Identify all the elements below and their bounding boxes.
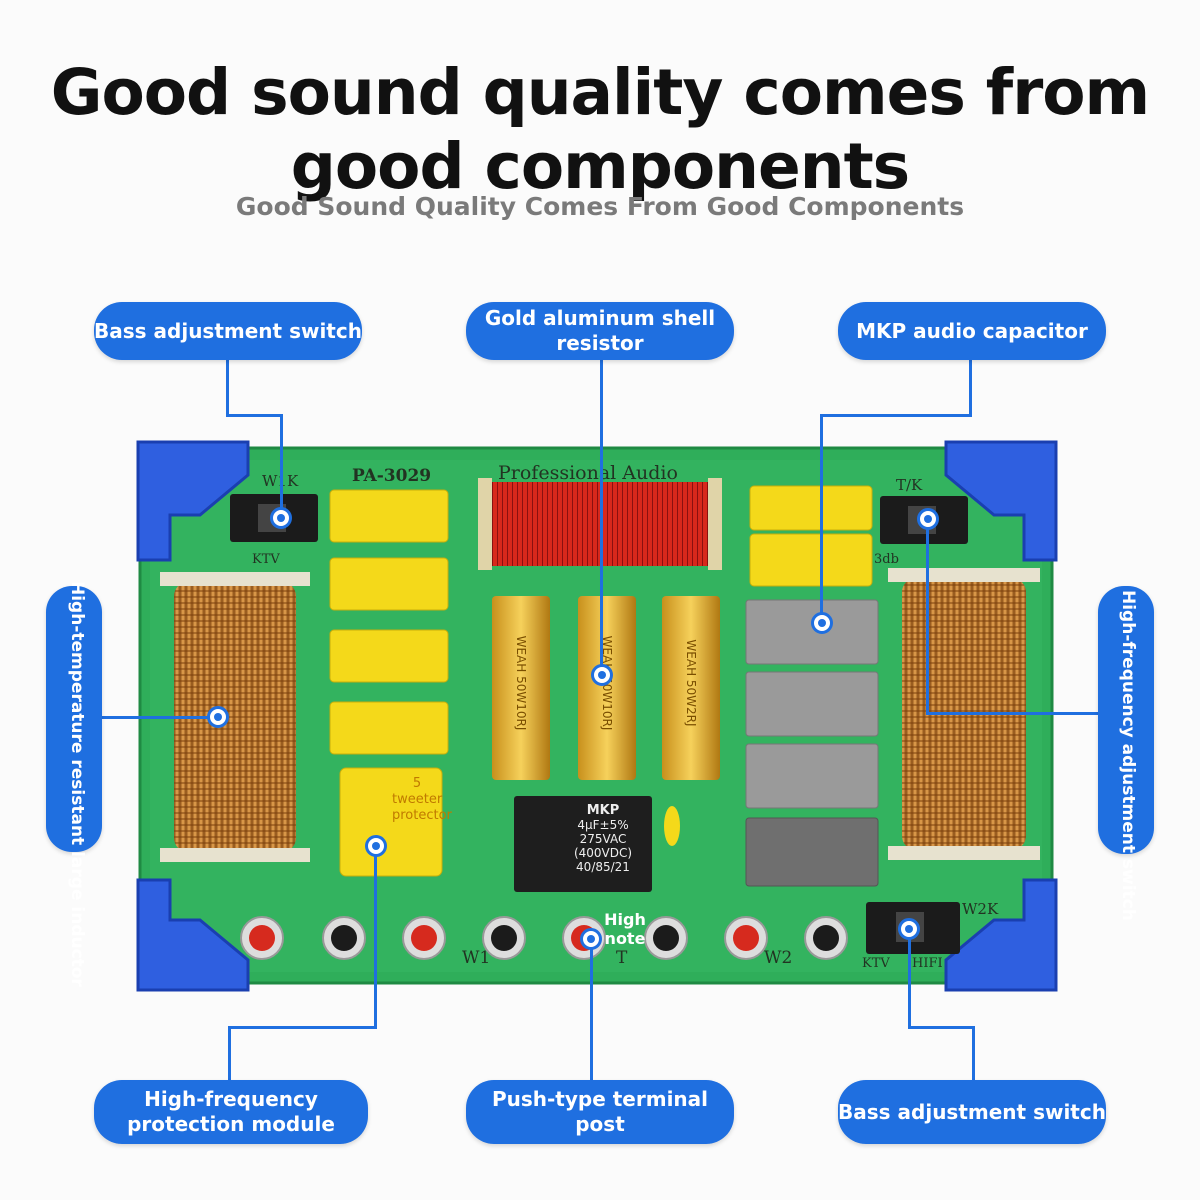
connector-line [600,358,603,674]
target-dot [898,918,920,940]
connector-line [280,414,283,520]
callout-mkp-capacitor: MKP audio capacitor [838,302,1106,360]
yellow-capacitor [749,533,873,587]
callout-bass-switch-bottom: Bass adjustment switch [838,1080,1106,1144]
grey-capacitor [745,599,879,665]
connector-line [590,944,593,1082]
connector-line [820,414,972,417]
gold-resistor [578,596,636,780]
gold-resistor [662,596,720,780]
connector-line [228,1026,231,1082]
mkp-line: 40/85/21 [576,860,630,874]
label-3db: 3db [874,552,899,567]
label-tk: T/K [896,476,923,494]
resistor-label: WEAH 50W10RJ [514,635,528,731]
callout-bass-switch-top: Bass adjustment switch [94,302,362,360]
connector-line [100,716,218,719]
target-dot [811,612,833,634]
connector-line [226,414,282,417]
connector-line [374,846,377,1028]
connector-line [908,1026,974,1029]
callout-gold-resistor: Gold aluminum shell resistor [466,302,734,360]
connector-line [926,712,1098,715]
target-dot [365,835,387,857]
target-dot [207,706,229,728]
board-model: PA-3029 [352,466,432,486]
label-hifi: HIFI [912,956,943,971]
target-dot [591,664,613,686]
label-w2k: W2K [962,900,999,918]
callout-inductor: High-temperature resistant large inducto… [67,581,87,987]
headline-line2: good components [290,130,910,203]
protector-line: 5 tweeter [392,776,443,807]
headline-line1: Good sound quality comes from [50,56,1150,129]
mkp-cap-text: MKP 4μF±5% 275VAC (400VDC) 40/85/21 [560,803,646,875]
corner-bracket-tl [136,440,250,562]
board-brand: Professional Audio [498,462,678,484]
grey-capacitor [745,671,879,737]
corner-bracket-bl [136,878,250,992]
target-dot [917,508,939,530]
target-dot [580,928,602,950]
gold-resistor [492,596,550,780]
label-ktv-right: KTV [862,956,890,971]
corner-bracket-tr [944,440,1058,562]
yellow-capacitor [329,557,449,611]
yellow-capacitor [749,485,873,531]
label-w1: W1 [462,948,491,968]
callout-hf-protection: High-frequency protection module [94,1080,368,1144]
label-high-note: High note [604,910,646,948]
connector-line [926,518,929,714]
connector-line [972,1026,975,1082]
grey-capacitor-dark [745,817,879,887]
protector-text: 5 tweeter protector [392,776,452,824]
connector-line [820,414,823,622]
callout-terminal-post: Push-type terminal post [466,1080,734,1144]
protector-line: protector [392,808,452,823]
label-t: T [616,948,628,968]
grey-capacitor [745,743,879,809]
corner-bracket-br [944,878,1058,992]
callout-hf-switch-pill [1098,586,1154,854]
black-mkp-capacitor [514,796,652,892]
callout-hf-switch: High-frequency adjustment switch [1118,590,1138,921]
yellow-capacitor [329,489,449,543]
yellow-capacitor [329,629,449,683]
connector-line [226,358,229,416]
callout-inductor-pill [46,586,102,852]
subheadline: Good Sound Quality Comes From Good Compo… [235,192,965,221]
target-dot [270,507,292,529]
left-inductor-coil [174,582,296,852]
connector-line [969,358,972,416]
connector-line [228,1026,377,1029]
mkp-line: 4μF±5% [577,818,629,832]
connector-line [908,928,911,1028]
mkp-line: 275VAC [579,832,627,846]
yellow-capacitor [329,701,449,755]
resistor-label: WEAH 50W2RJ [684,639,698,727]
label-w2: W2 [764,948,793,968]
label-ktv-left: KTV [252,552,280,567]
mkp-line: MKP [586,803,620,818]
mkp-line: (400VDC) [573,846,633,860]
